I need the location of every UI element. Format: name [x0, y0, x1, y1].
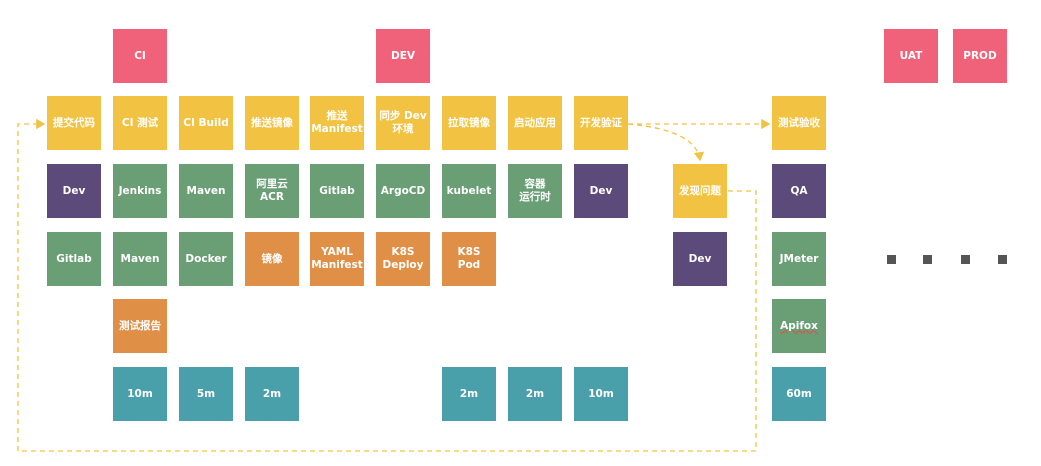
env-uat-label: UAT: [884, 29, 938, 83]
stage-pull-image: 拉取镜像: [442, 96, 496, 150]
stage-commit: 提交代码: [47, 96, 101, 150]
artifact-yaml-manifest: YAML Manifest: [310, 232, 364, 286]
ellipsis-dot: [887, 255, 896, 264]
tool-apifox: Apifox: [772, 299, 826, 353]
stage-dev-verify: 开发验证: [574, 96, 628, 150]
artifact-k8s-pod: K8S Pod: [442, 232, 496, 286]
artifact-image: 镜像: [245, 232, 299, 286]
role-pull-image: kubelet: [442, 164, 496, 218]
role-test-accept: QA: [772, 164, 826, 218]
stage-ci-test: CI 测试: [113, 96, 167, 150]
stage-test-accept: 测试验收: [772, 96, 826, 150]
role-push-manifest: Gitlab: [310, 164, 364, 218]
tool-ci-build: Docker: [179, 232, 233, 286]
env-ci-label: CI: [113, 29, 167, 83]
ellipsis-dot: [961, 255, 970, 264]
role-commit: Dev: [47, 164, 101, 218]
time-ci-test: 10m: [113, 367, 167, 421]
feedback-loop-arrow: [17, 118, 757, 452]
time-ci-build: 5m: [179, 367, 233, 421]
arrow-to-find-issue: [627, 123, 705, 162]
role-start-app: 容器 运行时: [508, 164, 562, 218]
role-sync-dev: ArgoCD: [376, 164, 430, 218]
env-prod-label: PROD: [953, 29, 1007, 83]
stage-sync-dev: 同步 Dev 环境: [376, 96, 430, 150]
env-dev-label: DEV: [376, 29, 430, 83]
time-push-image: 2m: [245, 367, 299, 421]
role-ci-build: Maven: [179, 164, 233, 218]
ellipsis-dot: [923, 255, 932, 264]
tool-test-accept: JMeter: [772, 232, 826, 286]
artifact-k8s-deploy: K8S Deploy: [376, 232, 430, 286]
stage-start-app: 启动应用: [508, 96, 562, 150]
ellipsis-dot: [998, 255, 1007, 264]
tool-ci-test: Maven: [113, 232, 167, 286]
tool-commit: Gitlab: [47, 232, 101, 286]
role-dev-verify: Dev: [574, 164, 628, 218]
stage-push-manifest: 推送 Manifest: [310, 96, 364, 150]
tool-apifox-label: Apifox: [780, 319, 818, 332]
time-dev-verify: 10m: [574, 367, 628, 421]
stage-push-image: 推送镜像: [245, 96, 299, 150]
stage-find-issue: 发现问题: [673, 164, 727, 218]
role-find-issue: Dev: [673, 232, 727, 286]
stage-ci-build: CI Build: [179, 96, 233, 150]
artifact-test-report: 测试报告: [113, 299, 167, 353]
role-ci-test: Jenkins: [113, 164, 167, 218]
time-test-accept: 60m: [772, 367, 826, 421]
time-pull-image: 2m: [442, 367, 496, 421]
time-start-app: 2m: [508, 367, 562, 421]
role-push-image: 阿里云 ACR: [245, 164, 299, 218]
